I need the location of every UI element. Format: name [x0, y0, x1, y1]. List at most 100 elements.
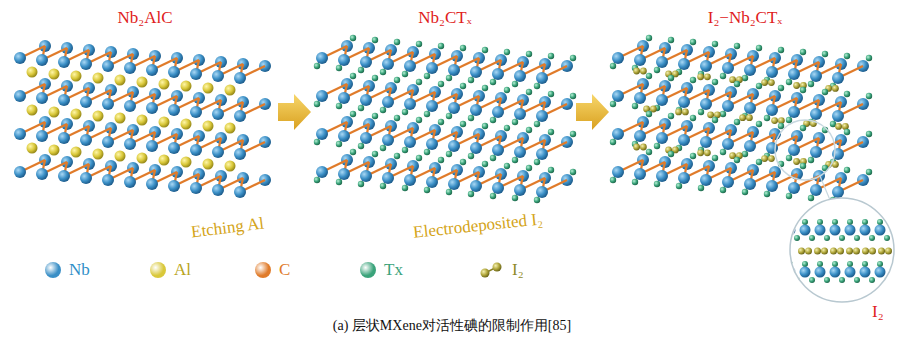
- tx-group: [446, 151, 452, 157]
- iodine-atom: [837, 248, 844, 255]
- nb-atom: [124, 176, 136, 188]
- iodine-atom: [821, 248, 828, 255]
- tx-group: [824, 235, 830, 241]
- tx-group: [358, 181, 364, 187]
- nb-atom: [448, 178, 460, 190]
- tx-group: [548, 167, 554, 173]
- iodine-atom: [675, 109, 682, 116]
- al-atom: [137, 153, 148, 164]
- nb-atom: [810, 146, 822, 158]
- nb-atom: [146, 140, 158, 152]
- tx-group: [570, 131, 576, 137]
- tx-group: [570, 93, 576, 99]
- nb-atom: [234, 110, 246, 122]
- tx-group: [817, 219, 823, 225]
- nb-atom: [744, 102, 756, 114]
- legend-entry: Al: [150, 260, 191, 280]
- tx-group: [778, 85, 784, 91]
- nb-atom: [102, 174, 114, 186]
- al-atom: [181, 119, 192, 130]
- al-atom: [181, 81, 192, 92]
- iodine-atom: [481, 269, 490, 278]
- iodine-atom: [697, 73, 704, 80]
- tx-group: [416, 41, 422, 47]
- tx-group: [668, 113, 674, 119]
- nb-atom: [168, 180, 180, 192]
- al-atom: [137, 115, 148, 126]
- tx-group: [526, 127, 532, 133]
- nb-atom: [656, 94, 668, 106]
- nb-atom: [514, 70, 526, 82]
- legend-swatch: [255, 262, 271, 278]
- legend-entry: I₂: [478, 260, 524, 280]
- panel-title: Nb₂AlC: [117, 8, 172, 28]
- al-atom: [27, 105, 38, 116]
- nb-atom: [634, 54, 646, 66]
- tx-group: [800, 87, 806, 93]
- tx-group: [646, 149, 652, 155]
- nb-atom: [656, 56, 668, 68]
- nb-atom: [470, 104, 482, 116]
- nb-atom: [788, 68, 800, 80]
- nb-atom: [536, 72, 548, 84]
- tx-group: [336, 103, 342, 109]
- nb-atom: [448, 140, 460, 152]
- nb-atom: [470, 180, 482, 192]
- tx-group: [690, 153, 696, 159]
- nb-atom: [536, 110, 548, 122]
- al-atom: [181, 157, 192, 168]
- nb-atom: [788, 182, 800, 194]
- nb-atom: [845, 267, 856, 278]
- nb-atom: [212, 108, 224, 120]
- tx-group: [646, 35, 652, 41]
- zoom-label: I₂: [872, 302, 884, 322]
- tx-group: [720, 149, 726, 155]
- nb-atom: [700, 60, 712, 72]
- mxene-sheet: [314, 111, 576, 165]
- tx-group: [526, 165, 532, 171]
- tx-group: [372, 113, 378, 119]
- al-atom: [203, 121, 214, 132]
- tx-group: [756, 83, 762, 89]
- iodine-atom: [793, 158, 800, 165]
- nb-atom: [360, 132, 372, 144]
- al-atom: [27, 67, 38, 78]
- iodine-atom: [846, 248, 853, 255]
- tx-group: [839, 235, 845, 241]
- nb-atom: [80, 58, 92, 70]
- tx-group: [416, 117, 422, 123]
- nb-atom: [360, 56, 372, 68]
- al-atom: [93, 73, 104, 84]
- nb-atom: [744, 178, 756, 190]
- tx-group: [314, 177, 320, 183]
- tx-group: [394, 77, 400, 83]
- tx-group: [446, 113, 452, 119]
- iodine-atom: [862, 248, 869, 255]
- tx-group: [847, 219, 853, 225]
- iodine-atom: [842, 123, 849, 130]
- al-atom: [159, 155, 170, 166]
- tx-group: [698, 185, 704, 191]
- iodine-atom: [704, 149, 711, 156]
- tx-group: [504, 125, 510, 131]
- mxene-sheet: [314, 73, 576, 127]
- nb-atom: [426, 62, 438, 74]
- tx-group: [372, 37, 378, 43]
- tx-group: [438, 81, 444, 87]
- nb-atom: [492, 106, 504, 118]
- tx-group: [380, 107, 386, 113]
- nb-atom: [190, 144, 202, 156]
- step-label: Electrodeposited I₂: [412, 209, 543, 243]
- iodine-atom: [739, 114, 746, 121]
- nb-atom: [612, 52, 624, 64]
- magnifier-leader: [820, 176, 830, 200]
- nb-atom: [766, 66, 778, 78]
- nb-atom: [875, 225, 886, 236]
- tx-group: [787, 261, 793, 267]
- tx-group: [490, 117, 496, 123]
- al-atom: [93, 149, 104, 160]
- tx-group: [808, 81, 814, 87]
- legend-symbol: [478, 262, 504, 278]
- tx-group: [654, 181, 660, 187]
- tx-group: [490, 155, 496, 161]
